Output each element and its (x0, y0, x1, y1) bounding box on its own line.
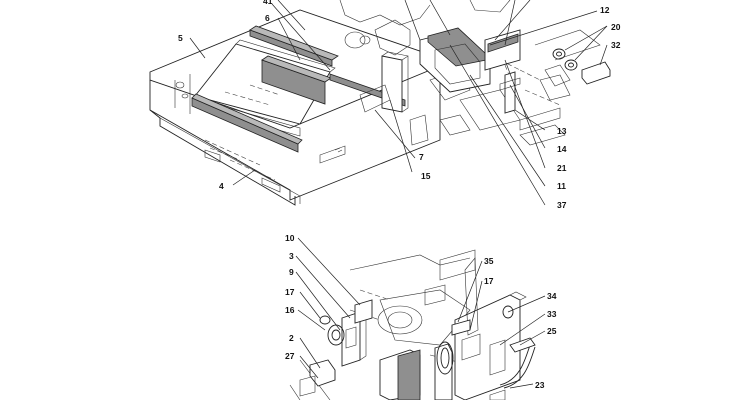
lower-leader-lines (295, 237, 546, 389)
callout-17-right: 17 (484, 276, 494, 286)
callout-41: 41 (263, 0, 273, 6)
callout-16: 16 (285, 305, 295, 315)
upper-assembly (149, 0, 611, 206)
callout-4: 4 (219, 181, 224, 191)
callout-20: 20 (611, 22, 621, 32)
callout-15: 15 (421, 171, 431, 181)
callout-27: 27 (285, 351, 295, 361)
callout-14: 14 (557, 144, 567, 154)
callout-10: 10 (285, 233, 295, 243)
callout-6: 6 (265, 13, 270, 23)
callout-21: 21 (557, 163, 567, 173)
callout-34: 34 (547, 291, 557, 301)
callout-numbers: 41 6 5 4 7 15 12 20 32 13 14 21 11 37 10… (178, 0, 621, 390)
upper-leader-lines (189, 0, 608, 206)
callout-2: 2 (289, 333, 294, 343)
callout-37: 37 (557, 200, 567, 210)
callout-9: 9 (289, 267, 294, 277)
callout-11: 11 (557, 181, 566, 191)
callout-7: 7 (419, 152, 424, 162)
callout-35: 35 (484, 256, 494, 266)
callout-5: 5 (178, 33, 183, 43)
callout-23: 23 (535, 380, 545, 390)
callout-17-left: 17 (285, 287, 295, 297)
callout-12: 12 (600, 5, 610, 15)
callout-13: 13 (557, 126, 567, 136)
callout-3: 3 (289, 251, 294, 261)
callout-33: 33 (547, 309, 557, 319)
callout-32: 32 (611, 40, 621, 50)
lower-assembly (289, 249, 536, 400)
callout-25: 25 (547, 326, 557, 336)
